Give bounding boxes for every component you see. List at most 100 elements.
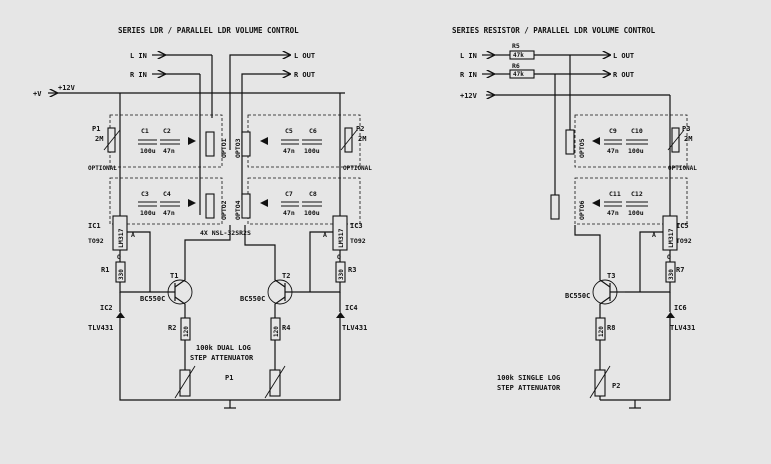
right-r7: R7: [676, 266, 684, 274]
right-c9-val: 47n: [607, 147, 619, 155]
left-ic1-adj: A: [131, 231, 135, 239]
right-w2: [625, 282, 671, 293]
left-cap-pair-2: [138, 201, 180, 207]
right-ground-loop: [635, 318, 671, 401]
left-r-out-wire: [241, 73, 285, 200]
right-p3-val: 2M: [684, 135, 692, 143]
left-t2-emitter: [274, 296, 286, 318]
left-ic3-to92: TO92: [350, 237, 366, 245]
left-r4: R4: [282, 324, 290, 332]
left-ic4-diode: [336, 312, 345, 318]
left-c4-val: 47n: [163, 209, 175, 217]
right-ic6-type: TLV431: [670, 324, 695, 332]
left-ic1-to92: TO92: [88, 237, 104, 245]
right-opto6: OPTO6: [578, 200, 586, 220]
right-circuit: SERIES RESISTOR / PARALLEL LDR VOLUME CO…: [452, 26, 697, 409]
left-w5: [300, 282, 341, 293]
left-ic2: IC2: [100, 304, 113, 312]
left-pot-b: [269, 369, 281, 397]
left-c5: C5: [285, 127, 293, 135]
right-ic5-out: O: [667, 253, 671, 261]
left-t2-collector: [244, 225, 286, 288]
right-pot-arrow: [589, 365, 611, 399]
left-opto1: OPTO1: [220, 138, 228, 158]
right-ic5-lm317: LM317: [667, 228, 675, 248]
left-r2-val: 120: [183, 326, 190, 337]
left-ic3-lm317: LM317: [337, 228, 345, 248]
left-l-in-label: L IN: [130, 52, 147, 60]
right-c12: C12: [631, 190, 643, 198]
right-t3-type: BC550C: [565, 292, 590, 300]
left-c8-val: 100u: [304, 209, 320, 217]
left-opto-block-2: [109, 177, 223, 225]
left-supply-12: +12V: [58, 84, 76, 92]
left-pot-b-arrow: [264, 365, 286, 399]
right-cap-pair-2: [604, 201, 648, 207]
right-r6-val: 47k: [513, 71, 524, 78]
right-t3-emitter: [599, 296, 611, 318]
left-r4-val: 120: [273, 326, 280, 337]
left-p1-optional: OPTIONAL: [88, 165, 117, 172]
left-t1-emitter: [174, 296, 186, 318]
right-ldr-5: [565, 129, 575, 155]
left-w2: [119, 282, 160, 293]
left-p2-value: 2M: [358, 135, 366, 143]
left-ic1-lm317: LM317: [117, 228, 125, 248]
right-r5: R5: [512, 42, 520, 50]
right-ic5-adj: A: [652, 231, 656, 239]
right-supply-12: +12V: [460, 92, 478, 100]
right-c11: C11: [609, 190, 621, 198]
right-p3-optional: OPTIONAL: [668, 165, 697, 172]
left-ic3-adj: A: [323, 231, 327, 239]
right-r5-val: 47k: [513, 52, 524, 59]
right-c10: C10: [631, 127, 643, 135]
left-t1-type: BC550C: [140, 295, 165, 303]
left-pot-a-arrow: [174, 365, 196, 399]
left-ic2-type: TLV431: [88, 324, 113, 332]
left-opto-block-1: [109, 114, 223, 168]
left-r1: R1: [101, 266, 109, 274]
right-cap-pair-1: [604, 139, 648, 145]
left-cap-pair-4: [281, 201, 322, 207]
left-p2-wiper: [340, 129, 358, 151]
right-opto-block-1: [574, 114, 688, 168]
right-c12-val: 100u: [628, 209, 644, 217]
left-opto3: OPTO3: [234, 138, 242, 158]
right-pot-label: P2: [612, 382, 620, 390]
right-ic6: IC6: [674, 304, 687, 312]
right-opto-block-2: [574, 177, 688, 225]
right-p3: P3: [682, 125, 690, 133]
left-r1-val: 330: [118, 269, 125, 280]
left-ic1-out: O: [117, 253, 121, 261]
right-ic6-diode: [666, 312, 675, 318]
left-p2-optional: OPTIONAL: [343, 165, 372, 172]
left-ldr-1: [205, 131, 215, 157]
right-ic5-to92: TO92: [676, 237, 692, 245]
left-c5-val: 47n: [283, 147, 295, 155]
left-ic3: IC3: [350, 222, 363, 230]
left-opto4: OPTO4: [234, 200, 242, 220]
left-ic4-type: TLV431: [342, 324, 367, 332]
right-l-out-label: L OUT: [613, 52, 634, 60]
left-c4: C4: [163, 190, 171, 198]
left-p2-label: P2: [356, 125, 364, 133]
left-r-out-label: R OUT: [294, 71, 315, 79]
left-c1: C1: [141, 127, 149, 135]
right-c10-val: 100u: [628, 147, 644, 155]
left-c2: C2: [163, 127, 171, 135]
left-cap-pair-1: [138, 139, 180, 145]
right-r6: R6: [512, 62, 520, 70]
right-r-in-label: R IN: [460, 71, 477, 79]
left-pot-a: [179, 369, 191, 397]
left-opto-note: 4X NSL-32SR2S: [200, 229, 251, 237]
right-r8-val: 120: [598, 326, 605, 337]
left-r3-val: 330: [338, 269, 345, 280]
right-r-out-label: R OUT: [613, 71, 634, 79]
left-t1: T1: [170, 272, 178, 280]
left-ic1: IC1: [88, 222, 101, 230]
left-t1-collector: [174, 225, 231, 288]
right-c9: C9: [609, 127, 617, 135]
right-atten-2: STEP ATTENUATOR: [497, 384, 561, 392]
left-p1-value: 2M: [95, 135, 103, 143]
